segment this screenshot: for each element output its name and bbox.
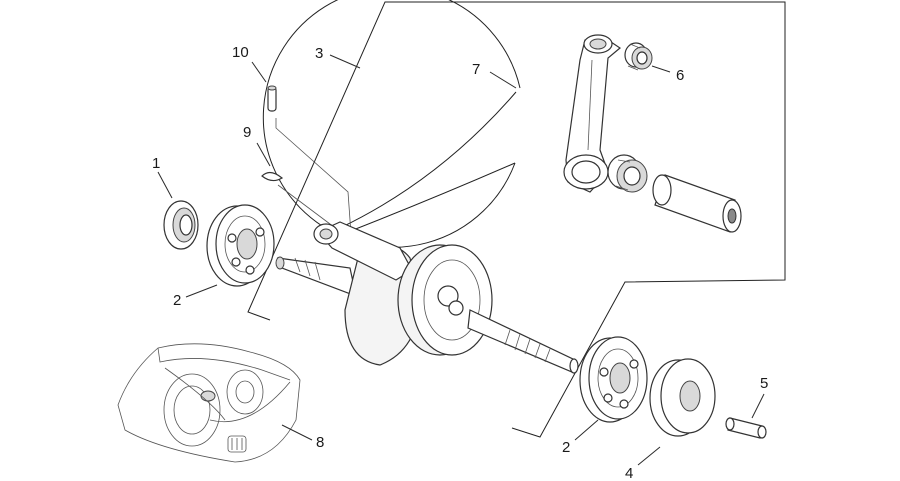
ball-bearing-right <box>579 336 648 423</box>
oil-seal-left <box>163 200 199 250</box>
woodruff-key <box>261 171 284 182</box>
callout-6: 6 <box>676 67 684 84</box>
pin-5 <box>725 417 767 439</box>
small-needle-bearing <box>624 42 653 71</box>
callout-8: 8 <box>316 434 324 451</box>
leader-10 <box>251 61 267 83</box>
leader-7 <box>489 71 517 89</box>
leader-9 <box>256 142 271 167</box>
oil-seal-right <box>649 358 716 437</box>
dowel-pin <box>267 85 277 112</box>
ball-bearing-left <box>206 204 275 287</box>
callout-2-right: 2 <box>562 439 570 456</box>
key-locator-line-2 <box>277 184 339 231</box>
large-needle-bearing <box>607 154 648 193</box>
crankcase-reference <box>117 343 301 463</box>
callout-4: 4 <box>625 465 633 481</box>
leader-2b <box>574 419 599 441</box>
callout-10: 10 <box>232 44 249 61</box>
callout-7: 7 <box>472 61 480 78</box>
crankshaft-assembly <box>275 221 579 374</box>
callout-1: 1 <box>152 155 160 172</box>
callout-5: 5 <box>760 375 768 392</box>
callout-3: 3 <box>315 45 323 62</box>
leader-3 <box>329 54 361 69</box>
connecting-rod-inset <box>262 0 742 248</box>
callout-2-left: 2 <box>173 292 181 309</box>
callout-9: 9 <box>243 124 251 141</box>
leader-2a <box>185 284 218 298</box>
leader-8 <box>281 424 313 441</box>
leader-4 <box>637 446 661 466</box>
crank-pin <box>652 174 742 233</box>
leader-1 <box>157 171 173 199</box>
leader-6 <box>651 65 671 73</box>
key-locator-line <box>275 118 353 249</box>
leader-5 <box>751 393 765 419</box>
